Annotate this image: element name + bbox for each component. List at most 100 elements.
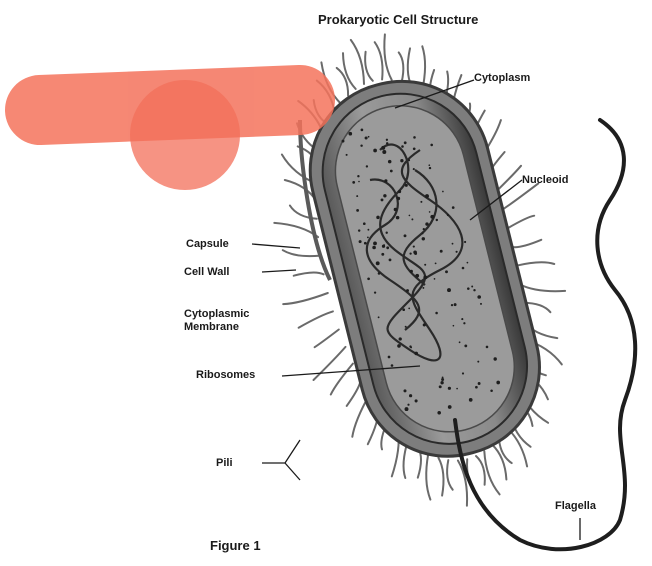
pilus [447,460,453,490]
ribosome-dot [383,244,385,246]
ribosome-dot [440,381,443,384]
diagram-title: Prokaryotic Cell Structure [318,12,478,27]
ribosome-dot [415,274,419,278]
ribosome-dot [410,270,413,273]
ribosome-dot [391,364,394,367]
ribosome-dot [394,208,397,211]
ribosome-dot [342,140,345,143]
ribosome-dot [448,405,452,409]
ribosome-dot [430,144,433,147]
pilus [283,293,328,304]
ribosome-dot [490,389,493,392]
ribosome-dot [409,394,412,397]
ribosome-dot [367,229,369,231]
ribosome-dot [435,262,437,264]
ribosome-dot [447,214,449,216]
figure-caption: Figure 1 [210,538,261,553]
ribosome-dot [381,146,385,150]
ribosome-dot [384,179,387,182]
ribosome-dot [409,252,411,254]
ribosome-dot [452,206,455,209]
pilus [294,272,324,275]
pilus [438,458,443,496]
ribosome-dot [381,198,384,201]
ribosome-dot [373,149,377,153]
ribosome-dot [398,190,401,193]
pilus [384,34,391,80]
label-flagella: Flagella [555,500,596,512]
ribosome-dot [422,237,425,240]
ribosome-dot [486,346,489,349]
ribosome-dot [409,215,411,217]
ribosome-dot [436,219,438,221]
ribosome-dot [404,234,407,237]
pilus [375,42,383,79]
ribosome-dot [386,232,388,234]
ribosome-dot [363,222,366,225]
ribosome-dot [439,385,442,388]
ribosome-dot [434,278,436,280]
ribosome-dot [368,136,370,138]
label-ribosomes: Ribosomes [196,369,255,381]
ribosome-dot [365,136,368,139]
ribosome-dot [440,250,443,253]
ribosome-dot [464,345,467,348]
ribosome-dot [464,241,466,243]
ribosome-dot [390,170,393,173]
ribosome-dot [411,218,413,220]
ribosome-dot [382,150,386,154]
ribosome-dot [386,139,388,141]
pilus [476,456,485,485]
pilus [290,206,317,219]
pilus [315,330,339,348]
ribosome-dot [388,160,392,164]
ribosome-dot [414,352,418,356]
ribosome-dot [462,267,465,270]
pilus [351,40,364,84]
ribosome-dot [356,195,358,197]
ribosome-dot [463,322,465,324]
ribosome-dot [397,344,401,348]
ribosome-dot [467,262,469,264]
label-cytoplasmic-membrane-line2: Membrane [184,321,239,333]
ribosome-dot [456,388,458,390]
ribosome-dot [386,246,389,249]
pilus [512,240,541,247]
ribosome-dot [346,154,348,156]
ribosome-dot [429,211,431,213]
ribosome-dot [473,289,475,291]
ribosome-dot [477,295,481,299]
ribosome-dot [401,145,404,148]
ribosome-dot [437,411,441,415]
ribosome-dot [413,136,416,139]
pilus [331,364,353,395]
ribosome-dot [402,308,405,311]
ribosome-dot [435,312,438,315]
ribosome-dot [366,165,368,167]
ribosome-dot [406,289,409,292]
ribosome-dot [414,252,417,255]
ribosome-dot [429,167,431,169]
ribosome-dot [496,381,500,385]
ribosome-dot [461,318,463,320]
ribosome-dot [451,304,453,306]
ribosome-dot [396,216,400,220]
pilus [492,444,507,479]
ribosome-dot [459,341,461,343]
ribosome-dot [409,345,411,347]
ribosome-dot [373,241,377,245]
ribosome-dot [361,129,364,132]
pilus [520,284,566,291]
ribosome-dot [423,228,425,230]
ribosome-dot [386,142,388,144]
pilus [343,53,356,89]
ribosome-dot [405,407,409,411]
pilus [516,262,554,265]
ribosome-dot [424,264,426,266]
ribosome-dot [348,132,352,136]
ribosome-dot [374,291,376,293]
ribosome-dot [378,316,380,318]
ribosome-dot [358,229,360,231]
ribosome-dot [407,404,409,406]
ribosome-dot [447,288,451,292]
